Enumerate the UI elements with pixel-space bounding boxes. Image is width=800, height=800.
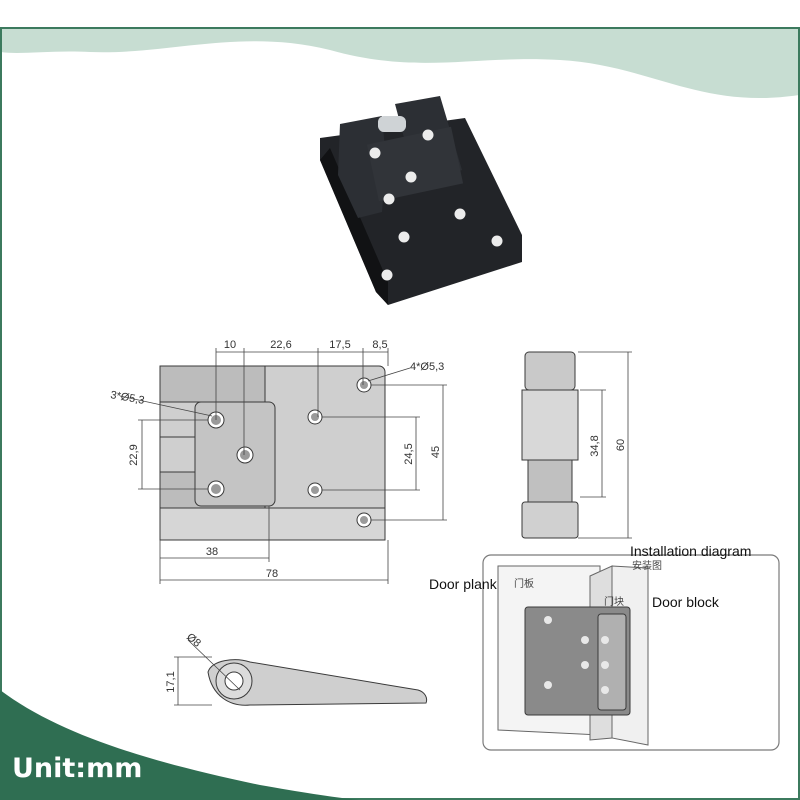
- dim-34-8: 34,8: [589, 435, 601, 456]
- unit-label: Unit:mm: [12, 753, 142, 784]
- door-block-cn: 门块: [604, 595, 624, 608]
- top-band: [1, 28, 799, 99]
- dim-38: 38: [206, 546, 218, 558]
- side-dimension-lines: [578, 351, 632, 539]
- dim-17-5: 17,5: [329, 339, 350, 351]
- dim-10: 10: [224, 339, 236, 351]
- installation-title: Installation diagram: [630, 543, 751, 559]
- dim-60: 60: [615, 439, 627, 451]
- frame-border: [0, 27, 800, 800]
- installed-hinge-illustration: [497, 565, 649, 746]
- hinge-product-photo: [320, 96, 522, 305]
- door-plank-cn: 门板: [514, 577, 534, 590]
- dim-holes-left: 3*Ø5,3: [109, 389, 145, 407]
- dim-8-5: 8,5: [372, 339, 387, 351]
- dim-45: 45: [430, 446, 442, 458]
- dim-diameter-8: Ø8: [184, 631, 203, 650]
- profile-dimension-lines: [174, 639, 241, 706]
- front-dimension-lines: [119, 348, 447, 584]
- dim-17-1: 17,1: [165, 671, 177, 692]
- dim-22-6: 22,6: [270, 339, 291, 351]
- dim-78: 78: [266, 568, 278, 580]
- installation-title-cn: 安装图: [632, 559, 662, 572]
- dim-24-5: 24,5: [403, 443, 415, 464]
- dim-holes-right: 4*Ø5,3: [410, 361, 444, 373]
- dim-22-9: 22,9: [128, 444, 140, 465]
- installation-frame: [482, 554, 780, 751]
- hinge-side-drawing: [521, 351, 579, 539]
- corner-band: [0, 690, 360, 800]
- door-plank-label: Door plank: [429, 576, 498, 592]
- hinge-front-drawing: [159, 365, 386, 541]
- door-block-label: Door block: [652, 594, 720, 610]
- hinge-profile-drawing: [207, 659, 428, 706]
